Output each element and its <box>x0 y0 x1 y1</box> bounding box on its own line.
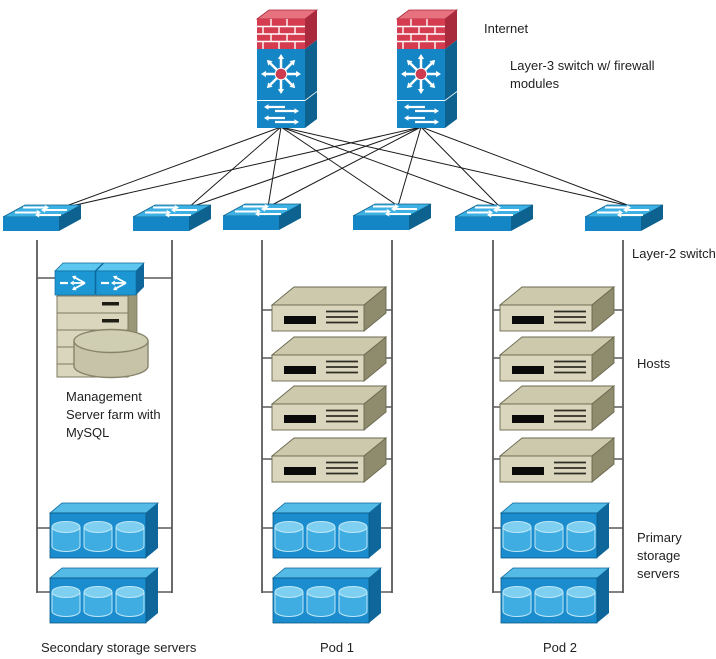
layer3-switch-label-line1: Layer-3 switch w/ firewall <box>510 58 655 73</box>
layer2-switch-icon-6 <box>584 204 664 231</box>
management-farm-label-line1: Management <box>66 389 142 404</box>
layer2-switch-icon-2 <box>132 204 212 231</box>
pod1-host-icon-1 <box>270 286 388 332</box>
secondary-storage-server-icon-1 <box>48 502 160 559</box>
management-farm-label-line2: Server farm with <box>66 407 161 422</box>
pod2-host-icon-1 <box>498 286 616 332</box>
mysql-database-icon <box>73 328 149 379</box>
layer3-switch-label: Layer-3 switch w/ firewall modules <box>510 57 655 93</box>
internet-label: Internet <box>484 21 529 36</box>
primary-storage-label: Primary storage servers <box>637 529 682 583</box>
pod1-host-icon-4 <box>270 437 388 483</box>
pod2-host-icon-2 <box>498 336 616 382</box>
layer2-switch-icon-3 <box>222 203 302 230</box>
layer2-switch-icon-5 <box>454 204 534 231</box>
pod2-primary-storage-icon-1 <box>499 502 611 559</box>
hosts-label: Hosts <box>637 356 671 371</box>
layer2-switch-icon-4 <box>352 203 432 230</box>
primary-storage-label-line3: servers <box>637 566 680 581</box>
primary-storage-label-line1: Primary <box>637 530 682 545</box>
pod2-host-icon-3 <box>498 385 616 431</box>
secondary-storage-server-icon-2 <box>48 567 160 624</box>
pod1-host-icon-3 <box>270 385 388 431</box>
layer2-switch-icon-1 <box>2 204 82 231</box>
pod1-primary-storage-icon-1 <box>271 502 383 559</box>
pod1-primary-storage-icon-2 <box>271 567 383 624</box>
layer3-switch-label-line2: modules <box>510 76 560 91</box>
secondary-storage-label: Secondary storage servers <box>41 640 197 655</box>
pod2-host-icon-4 <box>498 437 616 483</box>
pod1-host-icon-2 <box>270 336 388 382</box>
management-router-icon-2 <box>95 262 145 296</box>
primary-storage-label-line2: storage <box>637 548 681 563</box>
pod1-label: Pod 1 <box>320 640 354 655</box>
layer3-firewall-switch-icon-2 <box>395 9 459 128</box>
pod2-primary-storage-icon-2 <box>499 567 611 624</box>
layer2-switch-label: Layer-2 switch <box>632 246 716 261</box>
layer3-firewall-switch-icon-1 <box>255 9 319 128</box>
pod2-label: Pod 2 <box>543 640 577 655</box>
management-farm-label: Management Server farm with MySQL <box>66 388 161 442</box>
management-farm-label-line3: MySQL <box>66 425 110 440</box>
